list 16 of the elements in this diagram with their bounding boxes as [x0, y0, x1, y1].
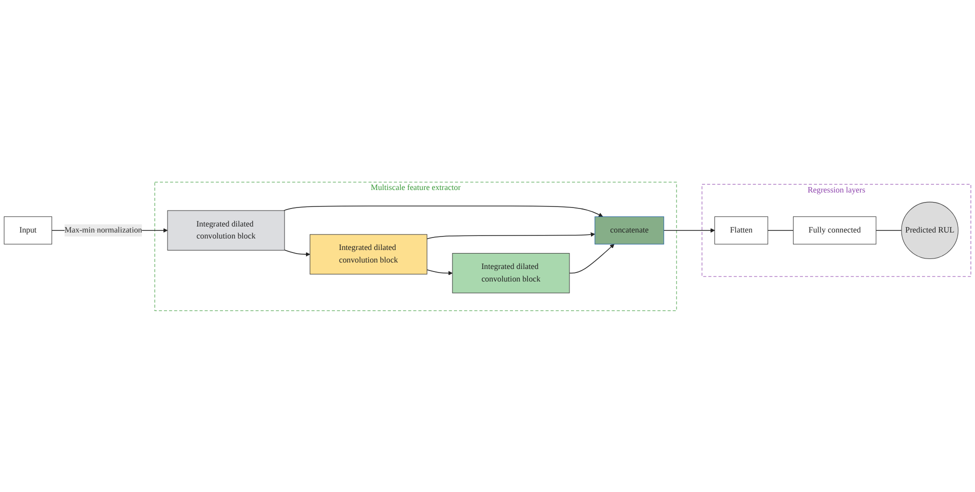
node-box — [4, 216, 52, 244]
arrow — [284, 249, 310, 256]
arrow — [426, 232, 596, 239]
arrow — [569, 244, 614, 274]
node-box — [714, 216, 768, 244]
arrow — [426, 268, 453, 275]
node-box — [310, 234, 428, 274]
node-circle — [901, 201, 958, 259]
arrow — [284, 205, 604, 216]
cluster — [154, 181, 677, 311]
cluster — [702, 184, 972, 276]
arrow — [663, 228, 715, 232]
node-box — [793, 216, 876, 244]
node-box — [452, 252, 570, 293]
node-box — [594, 216, 664, 244]
node-box — [167, 210, 285, 250]
